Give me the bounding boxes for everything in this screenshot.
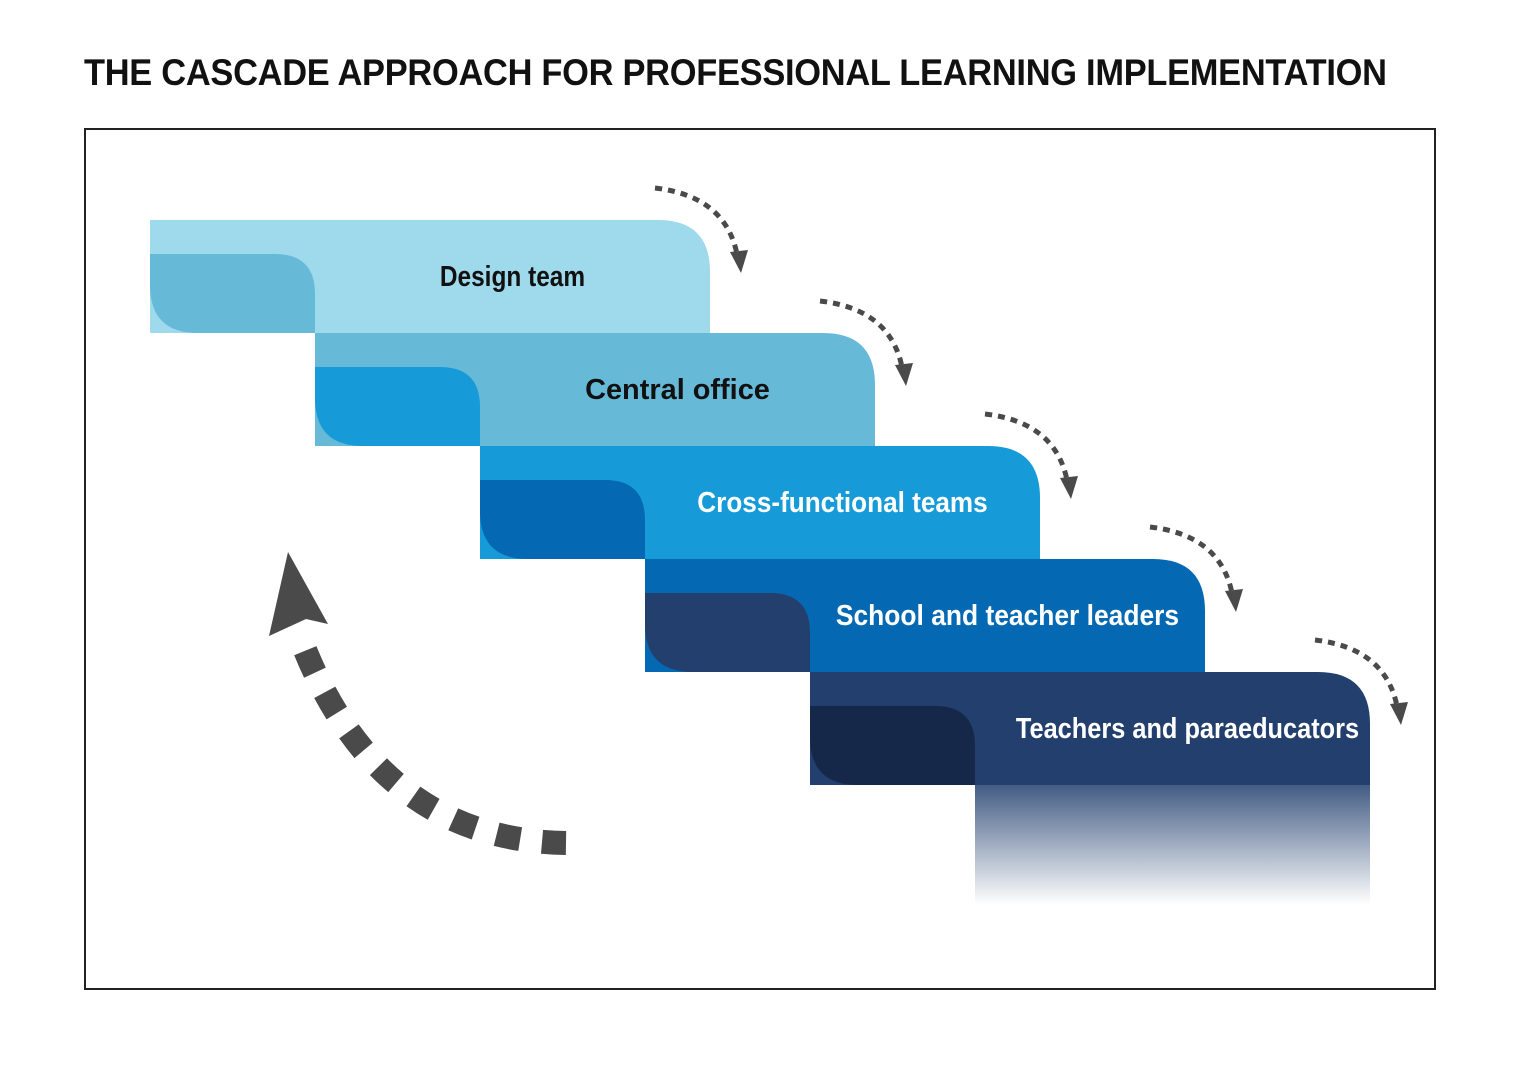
diagram-title: THE CASCADE APPROACH FOR PROFESSIONAL LE… (84, 52, 1387, 93)
feedback-arrow-icon (269, 552, 567, 855)
step-4: School and teacher leaders (645, 559, 1205, 672)
step-tab (480, 480, 645, 559)
step-1: Design team (150, 220, 710, 333)
step-tab (810, 706, 975, 785)
step-tab (315, 367, 480, 446)
step-tab (645, 593, 810, 672)
cascade-arrow-icon (984, 411, 1078, 499)
cascade-arrow-icon (1149, 524, 1243, 612)
step-label: Cross-functional teams (697, 487, 987, 519)
cascade-arrow-icon (654, 185, 748, 273)
step-label: Teachers and paraeducators (1016, 713, 1359, 745)
step-label: School and teacher leaders (836, 600, 1179, 632)
step-2: Central office (315, 333, 875, 446)
step-label: Design team (440, 261, 585, 293)
step-5: Teachers and paraeducators (810, 672, 1370, 785)
step-3: Cross-functional teams (480, 446, 1040, 559)
step-label: Central office (585, 374, 770, 406)
diagram-frame (84, 128, 1436, 990)
cascade-arrow-icon (819, 298, 913, 386)
cascade-arrow-icon (1314, 637, 1408, 725)
step-tab (150, 254, 315, 333)
fade-base (975, 785, 1370, 905)
